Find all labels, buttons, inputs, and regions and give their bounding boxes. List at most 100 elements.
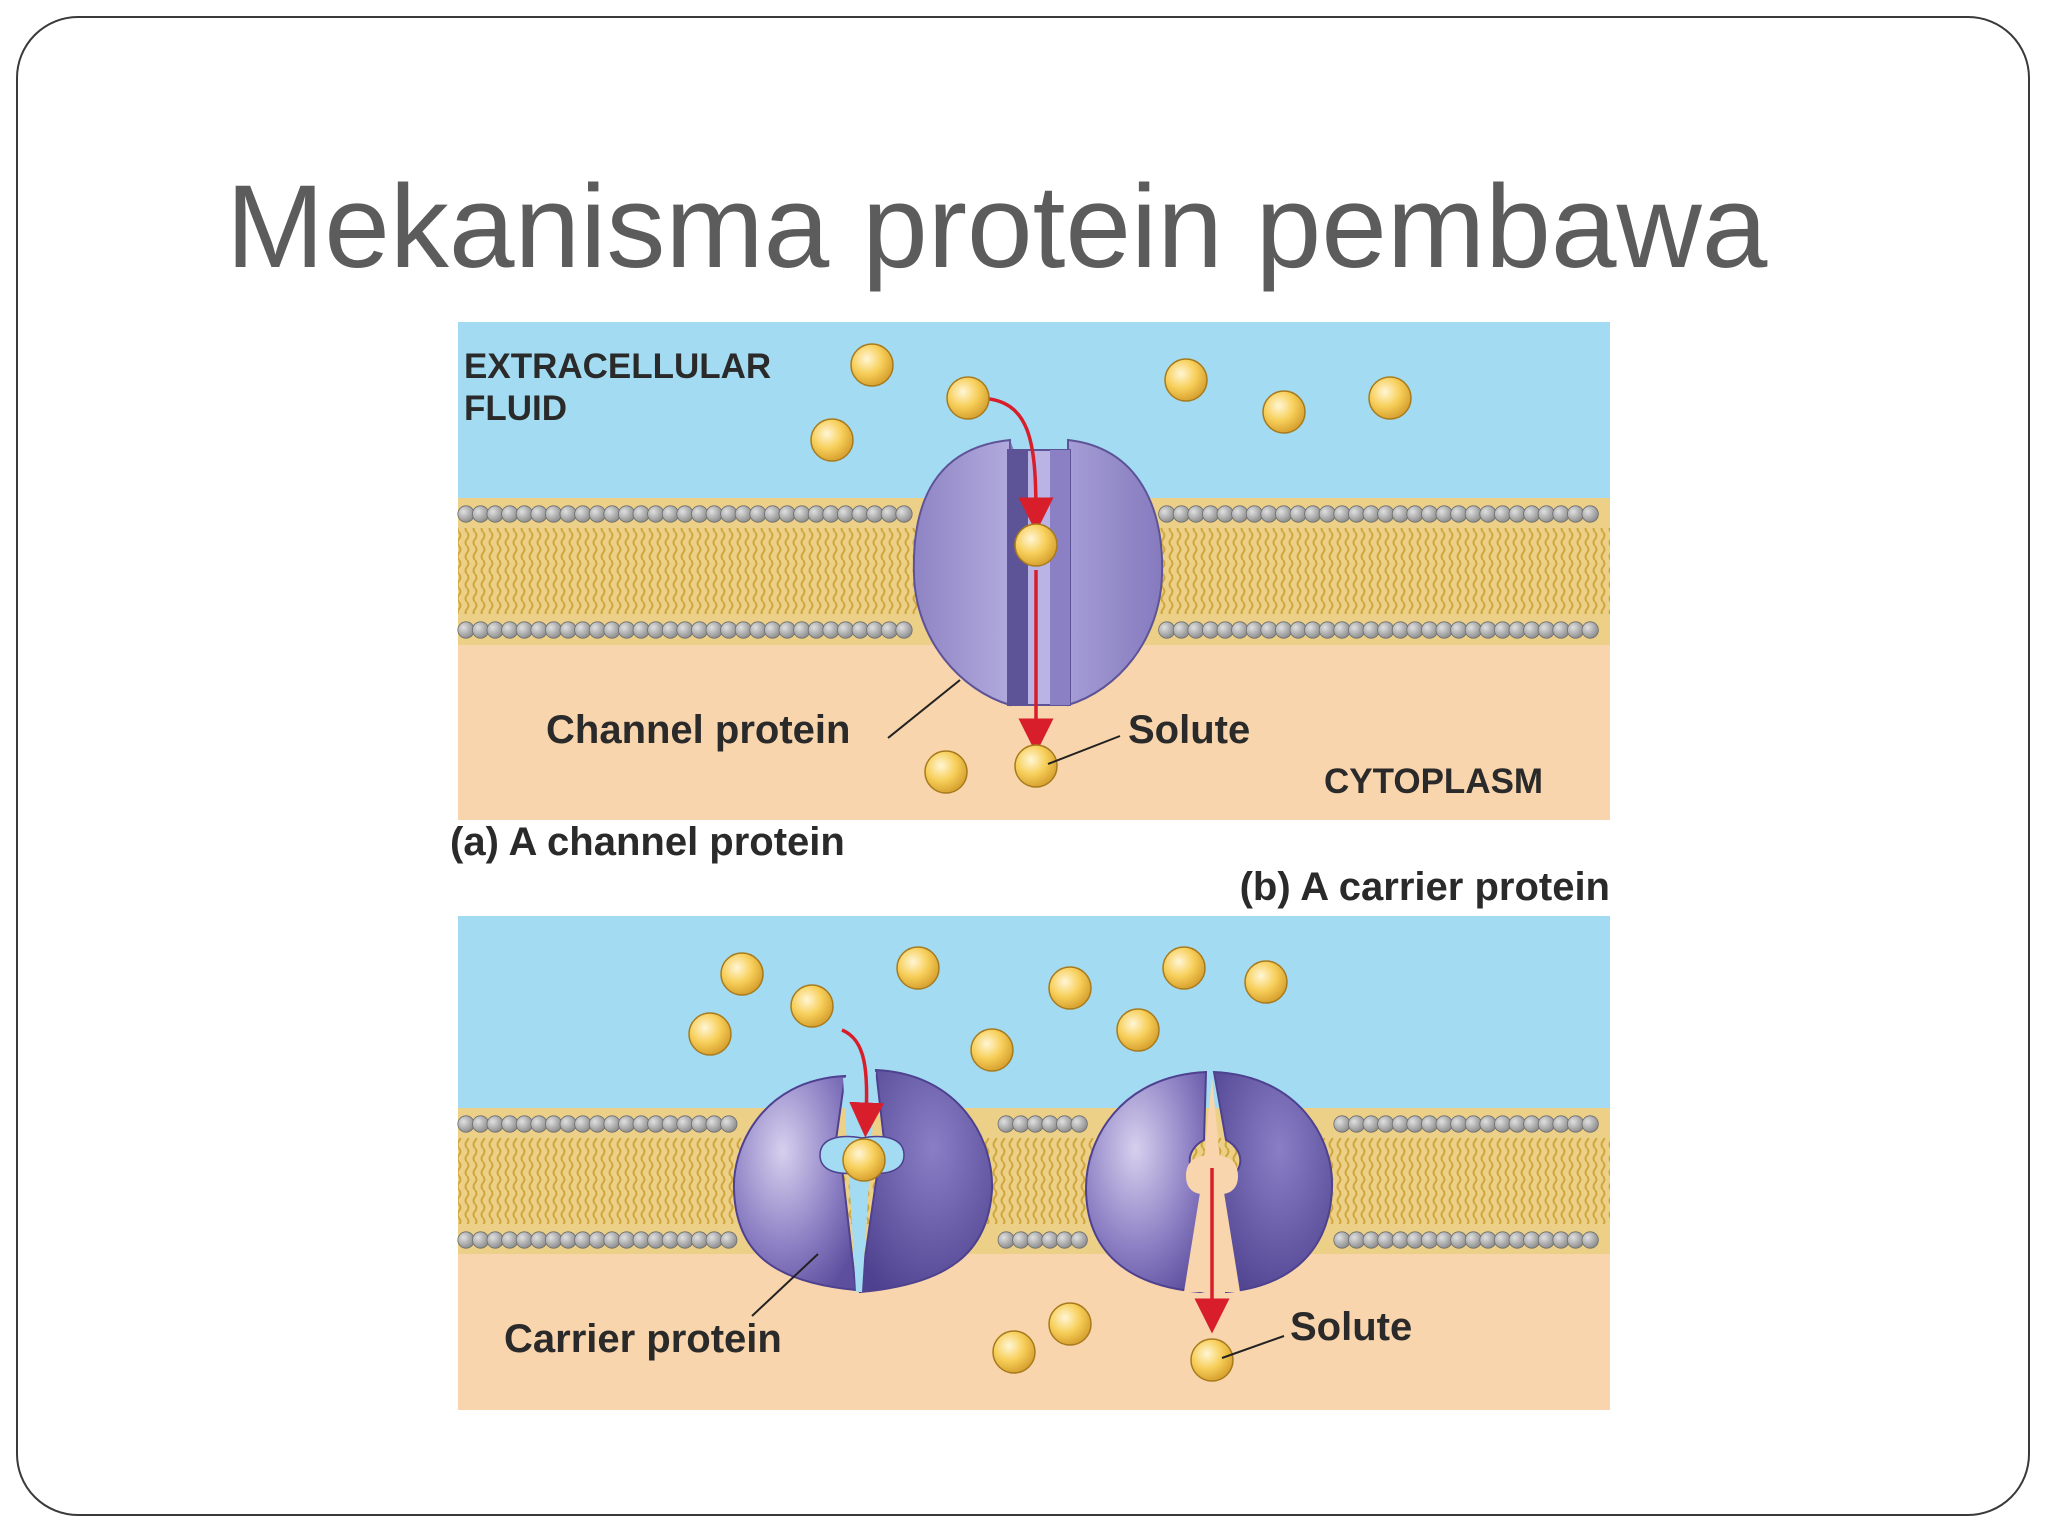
lipid-head: [690, 505, 709, 523]
lipid-head: [486, 505, 504, 523]
lipid-head: [1450, 505, 1468, 523]
lipid-head: [1348, 1115, 1366, 1133]
lipid-head: [588, 621, 607, 639]
lipid-head: [1567, 1115, 1585, 1133]
lipid-head: [1216, 621, 1234, 639]
lipid-head: [530, 505, 548, 523]
lipid-head: [1552, 505, 1570, 523]
lipid-head: [1362, 505, 1380, 523]
lipid-head: [471, 1231, 490, 1249]
lipid-head: [1158, 621, 1176, 639]
lipid-head: [1202, 505, 1220, 523]
panel-a-lipid-heads-top: [457, 505, 1599, 523]
lipid-head: [603, 505, 621, 523]
solute-molecule-icon: [790, 984, 834, 1028]
lipid-head: [676, 621, 694, 639]
lipid-head: [1216, 505, 1234, 523]
lipid-head: [486, 1231, 504, 1249]
lipid-head: [1450, 1231, 1468, 1249]
lipid-head: [530, 1231, 548, 1249]
lipid-head: [763, 621, 782, 639]
lipid-head: [851, 621, 869, 639]
panel-b: Carrier protein Solute: [457, 916, 1610, 1410]
lipid-head: [661, 505, 680, 523]
lipid-head: [1275, 621, 1293, 639]
lipid-head: [1318, 505, 1337, 523]
lipid-head: [1406, 505, 1424, 523]
lipid-head: [1494, 1231, 1512, 1249]
lipid-head: [1435, 1115, 1453, 1133]
lipid-head: [603, 1231, 621, 1249]
lipid-head: [1435, 1231, 1453, 1249]
lipid-head: [1464, 505, 1483, 523]
lipid-head: [836, 505, 855, 523]
lipid-head: [1523, 505, 1541, 523]
lipid-head: [661, 621, 680, 639]
label-solute-b: Solute: [1290, 1305, 1412, 1349]
lipid-head: [1479, 505, 1497, 523]
lipid-head: [559, 505, 577, 523]
lipid-head: [1056, 1231, 1074, 1249]
solute-molecule-icon: [1116, 1008, 1160, 1052]
leader-line: [751, 1253, 819, 1317]
lipid-head: [1494, 505, 1512, 523]
solute-molecule-icon: [992, 1330, 1036, 1374]
lipid-head: [1333, 621, 1351, 639]
lipid-head: [1362, 621, 1380, 639]
lipid-head: [763, 505, 782, 523]
lipid-head: [486, 1115, 504, 1133]
arrow-icon: [841, 1028, 885, 1138]
lipid-head: [1056, 1115, 1074, 1133]
solute-molecule-icon: [1244, 960, 1288, 1004]
lipid-head: [1567, 621, 1585, 639]
lipid-head: [1523, 1231, 1541, 1249]
lipid-head: [880, 505, 899, 523]
solute-molecule-icon: [1048, 1302, 1092, 1346]
lipid-head: [705, 621, 723, 639]
lipid-head: [574, 621, 592, 639]
lipid-head: [1260, 621, 1278, 639]
solute-molecule-icon: [1262, 390, 1306, 434]
lipid-head: [1581, 505, 1599, 523]
lipid-head: [734, 621, 753, 639]
lipid-head: [1421, 621, 1439, 639]
lipid-head: [588, 505, 607, 523]
lipid-head: [544, 1231, 563, 1249]
lipid-head: [632, 1231, 650, 1249]
lipid-head: [705, 1231, 723, 1249]
solute-molecule-icon: [1014, 744, 1058, 788]
panel-b-extracellular: [458, 916, 1610, 1108]
panel-b-cytoplasm: [458, 1254, 1610, 1410]
panel-b-lipid-heads-top: [457, 1115, 1599, 1133]
lipid-head: [1070, 1231, 1088, 1249]
channel-protein-icon: [912, 438, 1164, 707]
panel-a-lipid-heads-bottom: [457, 621, 1599, 639]
lipid-head: [1187, 505, 1205, 523]
lipid-head: [676, 1115, 694, 1133]
lipid-head: [1435, 621, 1453, 639]
lipid-head: [1391, 621, 1410, 639]
lipid-head: [530, 621, 548, 639]
carrier-protein-icon: [1084, 1070, 1334, 1294]
lipid-head: [661, 1115, 680, 1133]
lipid-head: [1172, 621, 1191, 639]
panel-a-solutes: [810, 343, 1412, 794]
lipid-head: [1318, 621, 1337, 639]
lipid-head: [1026, 1115, 1045, 1133]
lipid-head: [1362, 1115, 1380, 1133]
lipid-head: [457, 505, 475, 523]
panel-a: EXTRACELLULAR FLUID Channel protein Solu…: [450, 322, 1610, 864]
lipid-head: [1391, 1231, 1410, 1249]
solute-molecule-icon: [1162, 946, 1206, 990]
lipid-head: [705, 505, 723, 523]
lipid-head: [647, 1231, 665, 1249]
lipid-head: [574, 1231, 592, 1249]
lipid-head: [471, 1115, 490, 1133]
lipid-head: [1537, 1231, 1556, 1249]
lipid-head: [705, 1115, 723, 1133]
solute-molecule-icon: [946, 376, 990, 420]
lipid-head: [1421, 1115, 1439, 1133]
lipid-head: [559, 1115, 577, 1133]
lipid-head: [1333, 1115, 1351, 1133]
lipid-head: [1435, 505, 1453, 523]
